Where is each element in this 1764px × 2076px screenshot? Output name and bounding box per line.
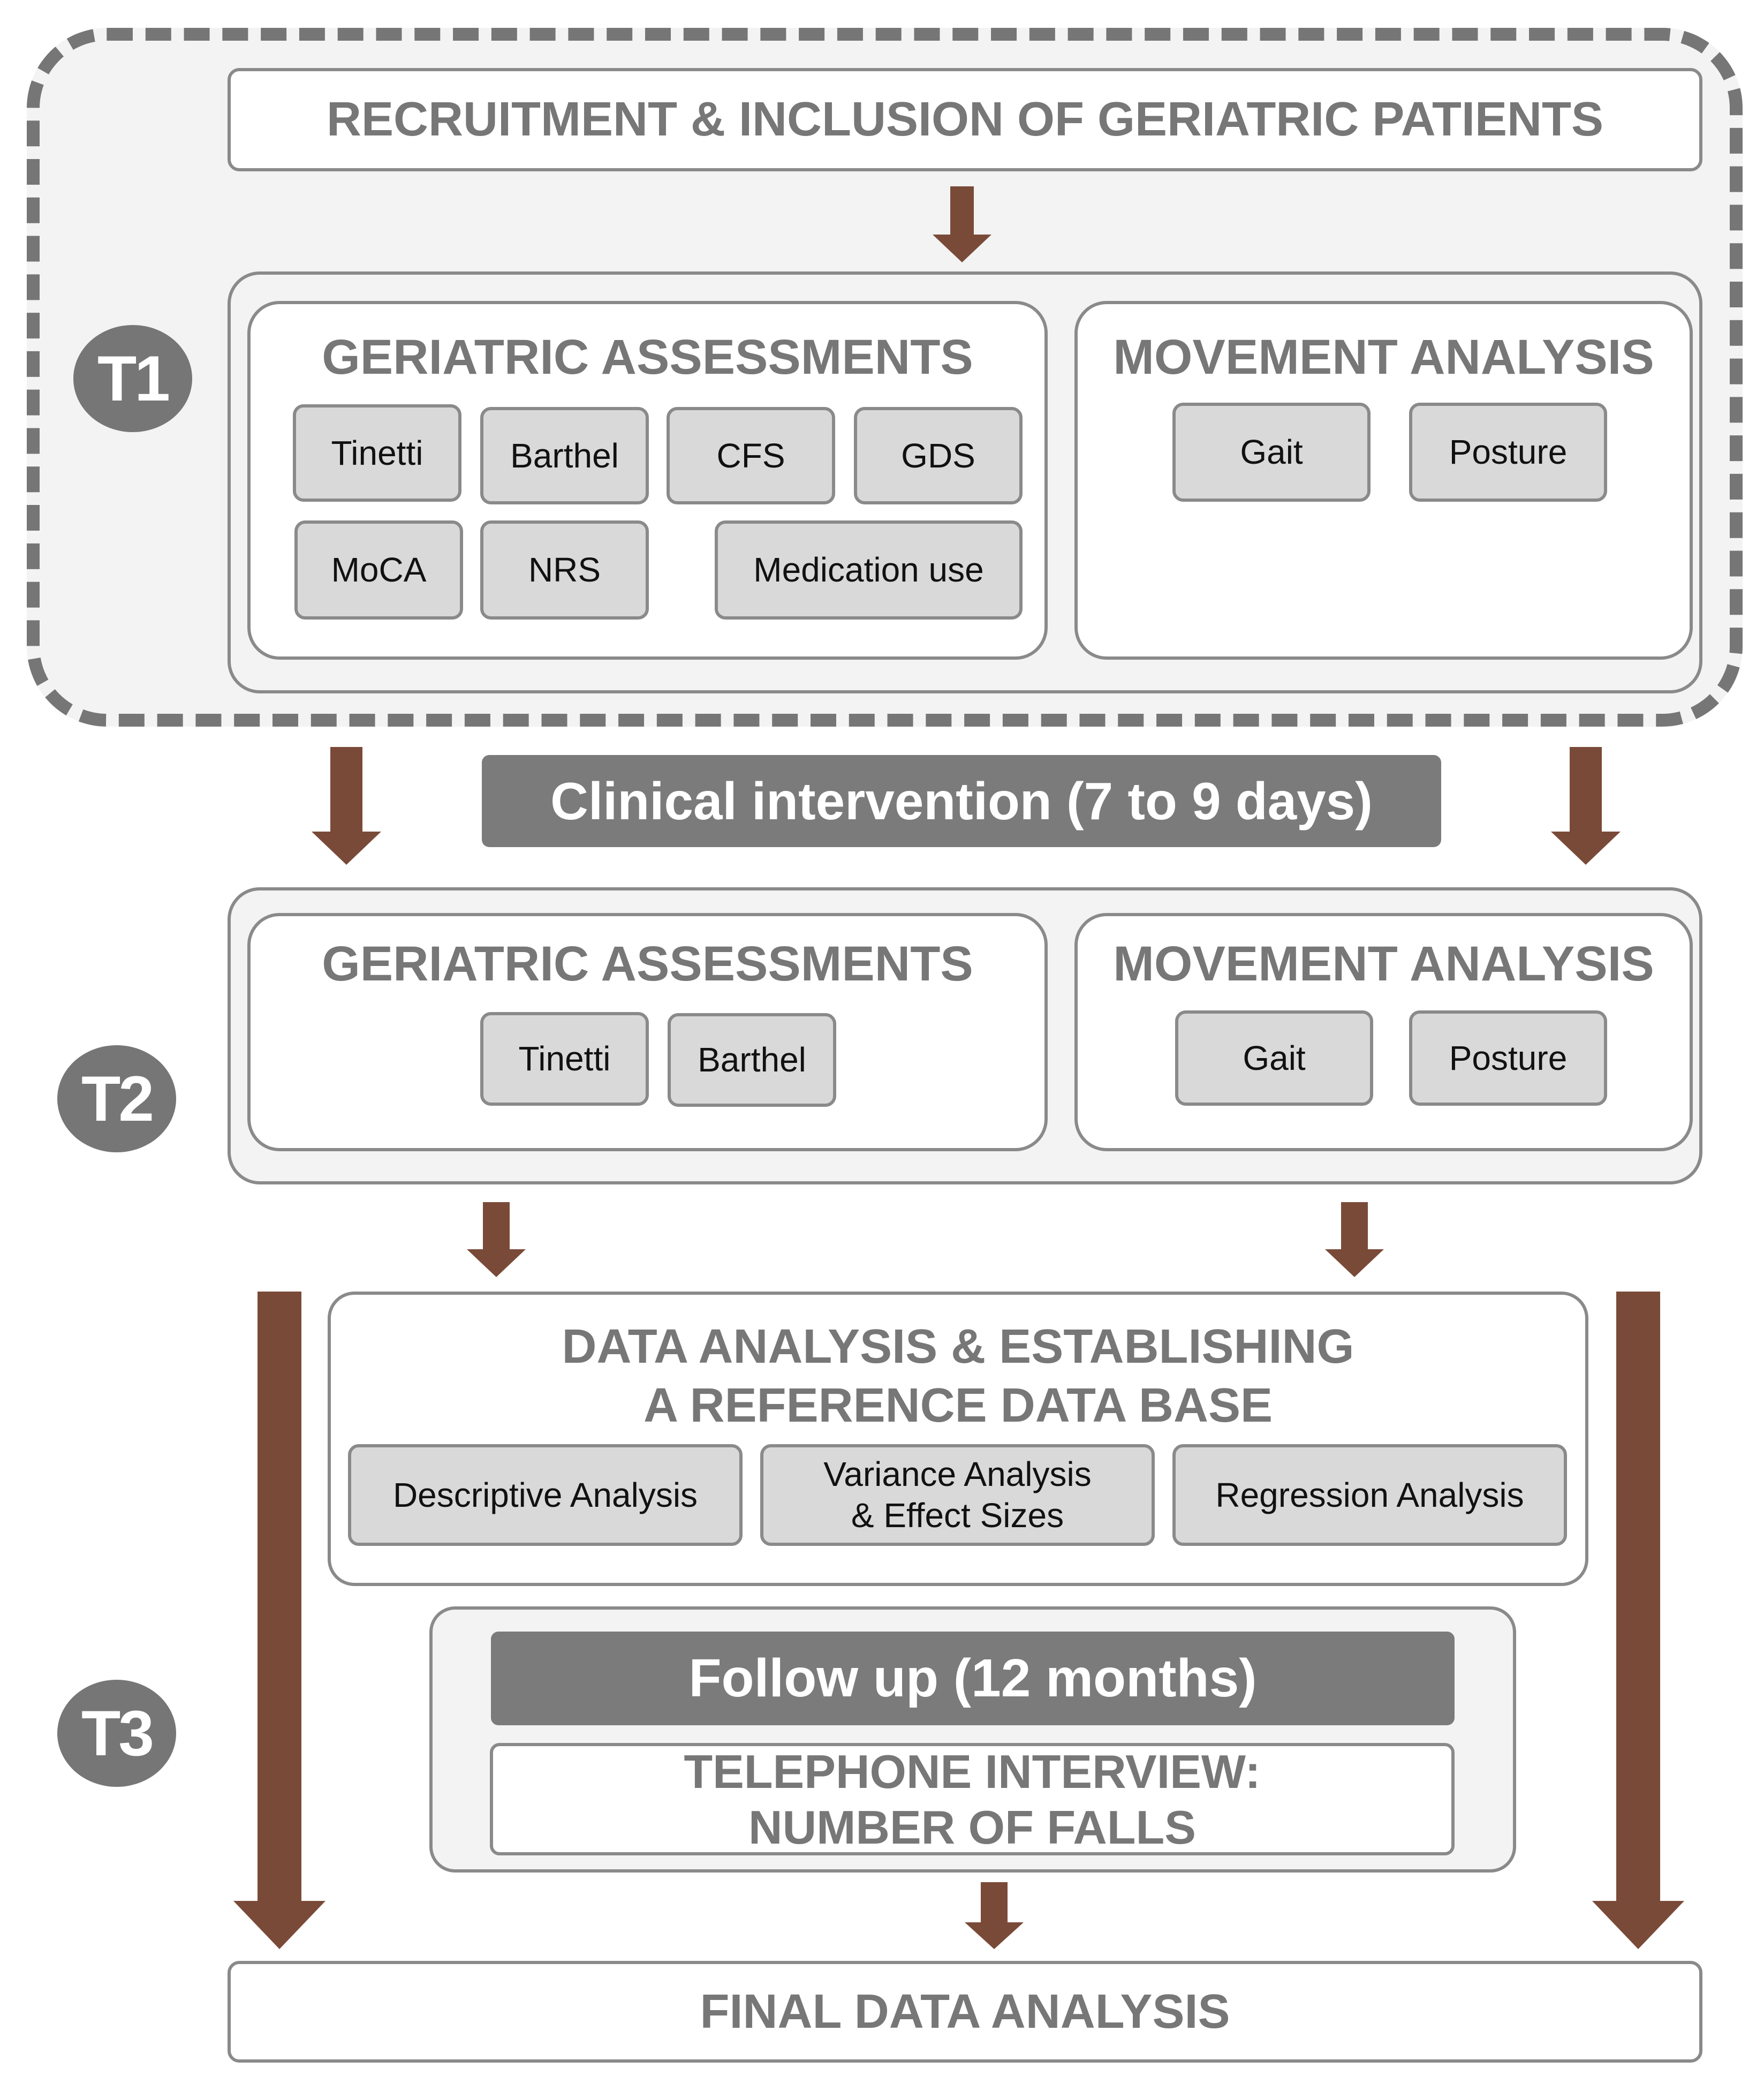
t1-chip-moca: MoCA bbox=[294, 520, 463, 620]
t2-geriatric-panel bbox=[247, 913, 1048, 1151]
t1-chip-barthel: Barthel bbox=[480, 407, 649, 504]
t2-chip-tinetti: Tinetti bbox=[480, 1012, 649, 1106]
variance-line2: & Effect Sizes bbox=[851, 1496, 1064, 1535]
arrow-long-right bbox=[1592, 1292, 1684, 1949]
t1-chip-cfs: CFS bbox=[667, 407, 835, 504]
arrow-recruit-to-t1 bbox=[933, 186, 991, 262]
t2-badge: T2 bbox=[57, 1045, 176, 1152]
chip-variance-analysis: Variance Analysis & Effect Sizes bbox=[760, 1444, 1155, 1546]
t1-chip-gds: GDS bbox=[854, 407, 1023, 504]
intervention-bar: Clinical intervention (7 to 9 days) bbox=[482, 755, 1441, 847]
final-analysis-box: FINAL DATA ANALYSIS bbox=[228, 1961, 1702, 2063]
t1-chip-tinetti: Tinetti bbox=[293, 404, 461, 502]
variance-line1: Variance Analysis bbox=[823, 1455, 1092, 1494]
telephone-interview-box bbox=[490, 1743, 1455, 1855]
arrow-t1-left bbox=[312, 747, 381, 865]
t2-chip-gait: Gait bbox=[1175, 1010, 1373, 1106]
chip-regression-analysis: Regression Analysis bbox=[1172, 1444, 1567, 1546]
final-analysis-label: FINAL DATA ANALYSIS bbox=[700, 1984, 1230, 2039]
t1-badge: T1 bbox=[73, 325, 192, 432]
arrow-followup-to-final bbox=[965, 1882, 1024, 1949]
telephone-interview-line2: NUMBER OF FALLS bbox=[748, 1801, 1196, 1854]
t1-geriatric-title: GERIATRIC ASSESSMENTS bbox=[322, 329, 973, 384]
t1-chip-posture: Posture bbox=[1409, 403, 1607, 502]
t1-movement-title: MOVEMENT ANALYSIS bbox=[1113, 329, 1654, 384]
data-analysis-title-line1: DATA ANALYSIS & ESTABLISHING bbox=[562, 1319, 1354, 1373]
followup-bar: Follow up (12 months) bbox=[491, 1632, 1455, 1725]
telephone-interview-line1: TELEPHONE INTERVIEW: bbox=[684, 1745, 1261, 1798]
t2-geriatric-title: GERIATRIC ASSESSMENTS bbox=[322, 936, 973, 991]
data-analysis-title-line2: A REFERENCE DATA BASE bbox=[643, 1378, 1273, 1432]
arrow-t1-right bbox=[1551, 747, 1621, 865]
arrow-t2-left bbox=[467, 1202, 526, 1277]
t2-chip-barthel: Barthel bbox=[668, 1013, 836, 1107]
arrow-t2-right bbox=[1325, 1202, 1384, 1277]
t3-badge: T3 bbox=[57, 1680, 176, 1787]
recruitment-label: RECRUITMENT & INCLUSION OF GERIATRIC PAT… bbox=[327, 93, 1603, 146]
t2-chip-posture: Posture bbox=[1409, 1010, 1607, 1106]
t1-chip-gait: Gait bbox=[1172, 403, 1371, 502]
chip-descriptive-analysis: Descriptive Analysis bbox=[348, 1444, 743, 1546]
arrow-long-left bbox=[233, 1292, 325, 1949]
t1-chip-nrs: NRS bbox=[480, 520, 649, 620]
recruitment-box: RECRUITMENT & INCLUSION OF GERIATRIC PAT… bbox=[228, 68, 1702, 171]
t2-movement-title: MOVEMENT ANALYSIS bbox=[1113, 936, 1654, 991]
t1-chip-medication: Medication use bbox=[715, 520, 1023, 620]
